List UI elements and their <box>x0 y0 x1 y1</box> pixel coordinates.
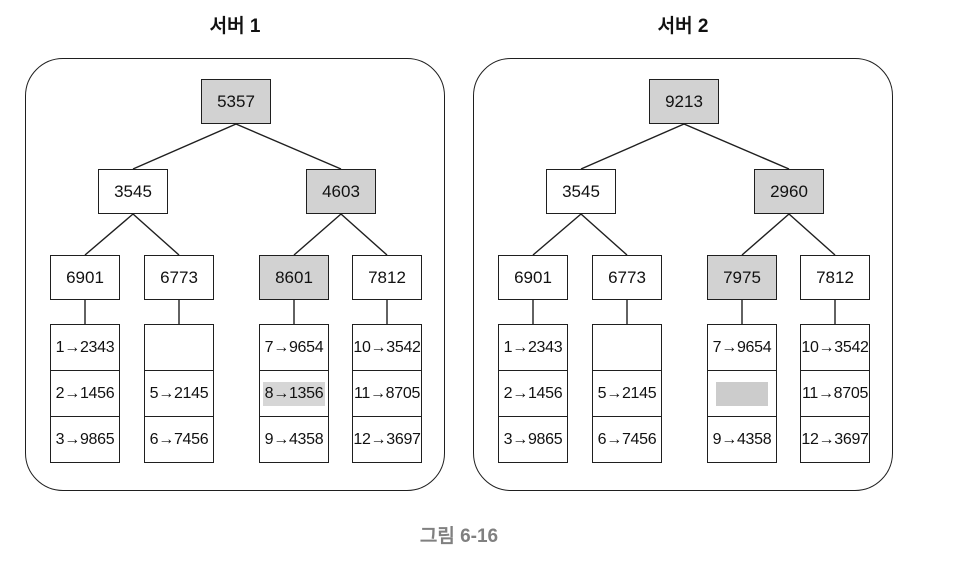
leaf-node: 8601 <box>259 255 329 300</box>
connector-line <box>580 213 628 256</box>
leaf-node: 7975 <box>707 255 777 300</box>
bucket-cell: 6→7456 <box>593 416 661 462</box>
bucket-list: 5→2145 6→7456 <box>144 324 214 463</box>
bucket-entry: 10→3542 <box>801 338 869 356</box>
bucket-entry: 12→3697 <box>801 430 869 448</box>
bucket-list: 7→9654 8→1356 9→4358 <box>259 324 329 463</box>
internal-node: 4603 <box>306 169 376 214</box>
bucket-entry: 10→3542 <box>353 338 421 356</box>
connector-line <box>532 213 582 256</box>
bucket-cell: 12→3697 <box>353 416 421 462</box>
bucket-cell: 10→3542 <box>801 325 869 370</box>
bucket-cell: 12→3697 <box>801 416 869 462</box>
connector-line <box>132 213 180 256</box>
bucket-cell: 5→2145 <box>593 370 661 416</box>
bucket-entry: 9→4358 <box>712 430 772 448</box>
connector-line <box>741 213 790 256</box>
server-panels-row: 서버 1 5357 3545 4603 6901 <box>25 0 954 491</box>
bucket-cell: 11→8705 <box>353 370 421 416</box>
bucket-cell: 7→9654 <box>260 325 328 370</box>
leaf-node: 7812 <box>352 255 422 300</box>
bucket-entry: 1→2343 <box>55 338 115 356</box>
bucket-entry: 12→3697 <box>353 430 421 448</box>
bucket-cell: 9→4358 <box>260 416 328 462</box>
bucket-entry: 6→7456 <box>597 430 657 448</box>
bucket-cell: 6→7456 <box>145 416 213 462</box>
root-node: 9213 <box>649 79 719 124</box>
bucket-entry: 11→8705 <box>801 384 869 402</box>
bucket-entry-erased <box>716 381 768 406</box>
bucket-entry: 7→9654 <box>712 338 772 356</box>
bucket-entry: 7→9654 <box>264 338 324 356</box>
bucket-cell: 3→9865 <box>51 416 119 462</box>
bucket-cell <box>145 325 213 370</box>
bucket-entry: 9→4358 <box>264 430 324 448</box>
bucket-cell: 7→9654 <box>708 325 776 370</box>
bucket-entry: 3→9865 <box>55 430 115 448</box>
tree-connectors <box>532 123 836 324</box>
server-panel-2: 서버 2 9213 3545 2960 6901 <box>473 0 893 491</box>
leaf-node: 7812 <box>800 255 870 300</box>
bucket-entry: 1→2343 <box>503 338 563 356</box>
internal-node: 3545 <box>546 169 616 214</box>
server-1-title: 서버 1 <box>209 16 261 37</box>
bucket-cell <box>593 325 661 370</box>
bucket-cell: 1→2343 <box>499 325 567 370</box>
bucket-entry: 5→2145 <box>149 384 209 402</box>
bucket-cell: 3→9865 <box>499 416 567 462</box>
bucket-entry: 2→1456 <box>503 384 563 402</box>
bucket-cell: 2→1456 <box>499 370 567 416</box>
connector-line <box>683 123 790 170</box>
connector-line <box>788 213 836 256</box>
figure-6-16: 서버 1 5357 3545 4603 6901 <box>25 0 954 547</box>
leaf-node: 6773 <box>592 255 662 300</box>
server-panel-1: 서버 1 5357 3545 4603 6901 <box>25 0 445 491</box>
root-node: 5357 <box>201 79 271 124</box>
server-2-title: 서버 2 <box>657 16 709 37</box>
bucket-entry-highlighted: 8→1356 <box>262 381 326 406</box>
server-2-box: 9213 3545 2960 6901 6773 7975 7812 1→234… <box>473 58 893 491</box>
leaf-node: 6901 <box>50 255 120 300</box>
connector-line <box>293 213 342 256</box>
connector-line <box>235 123 342 170</box>
tree-connectors <box>84 123 388 324</box>
bucket-cell: 5→2145 <box>145 370 213 416</box>
bucket-cell: 9→4358 <box>708 416 776 462</box>
bucket-cell <box>708 370 776 416</box>
internal-node: 2960 <box>754 169 824 214</box>
bucket-list: 1→2343 2→1456 3→9865 <box>498 324 568 463</box>
bucket-entry: 5→2145 <box>597 384 657 402</box>
server-1-box: 5357 3545 4603 6901 6773 8601 7812 1→234… <box>25 58 445 491</box>
bucket-entry: 2→1456 <box>55 384 115 402</box>
bucket-list: 5→2145 6→7456 <box>592 324 662 463</box>
bucket-entry: 6→7456 <box>149 430 209 448</box>
bucket-cell: 8→1356 <box>260 370 328 416</box>
internal-node: 3545 <box>98 169 168 214</box>
bucket-list: 1→2343 2→1456 3→9865 <box>50 324 120 463</box>
bucket-list: 7→9654 9→4358 <box>707 324 777 463</box>
bucket-entry: 3→9865 <box>503 430 563 448</box>
bucket-cell: 1→2343 <box>51 325 119 370</box>
bucket-cell: 11→8705 <box>801 370 869 416</box>
bucket-entry: 11→8705 <box>353 384 421 402</box>
connector-line <box>580 123 685 170</box>
connector-line <box>132 123 237 170</box>
bucket-cell: 10→3542 <box>353 325 421 370</box>
leaf-node: 6901 <box>498 255 568 300</box>
connector-line <box>84 213 134 256</box>
bucket-list: 10→3542 11→8705 12→3697 <box>352 324 422 463</box>
bucket-cell: 2→1456 <box>51 370 119 416</box>
figure-caption: 그림 6-16 <box>419 526 499 547</box>
leaf-node: 6773 <box>144 255 214 300</box>
bucket-list: 10→3542 11→8705 12→3697 <box>800 324 870 463</box>
connector-line <box>340 213 388 256</box>
